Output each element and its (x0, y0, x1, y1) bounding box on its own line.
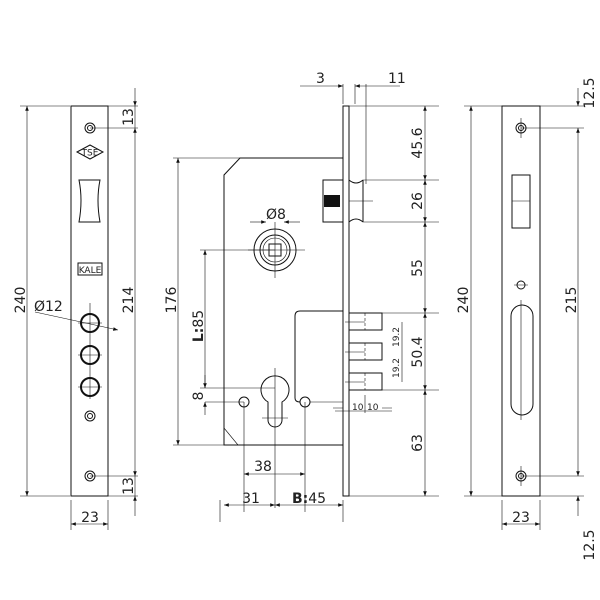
latch-bolts (345, 312, 383, 391)
backset-value: 45 (308, 491, 326, 507)
left-width-label: 23 (81, 510, 99, 526)
right-height-label: 240 (456, 287, 472, 314)
latch-depth-label: 10 (367, 403, 379, 413)
left-screw-span-label: 214 (121, 287, 137, 314)
spindle-diameter-label: Ø8 (266, 207, 286, 223)
backset-label: B:45 (292, 491, 326, 507)
left-faceplate-view: TSE KALE Ø12 240 214 13 13 23 (13, 88, 138, 530)
screw-spacing-label: 38 (254, 459, 272, 475)
distance-prefix: L: (191, 328, 207, 343)
right-top-offset-label: 12.5 (582, 77, 598, 108)
lock-body-side-view: 3 11 45.6 26 55 50.4 63 19.2 19.2 10 10 … (164, 71, 439, 522)
faceplate-thickness-label: 3 (316, 71, 325, 87)
bolt-strike-opening (511, 174, 531, 229)
right-width-label: 23 (512, 510, 530, 526)
left-height-label: 240 (13, 287, 29, 314)
case-left-label: 31 (242, 491, 260, 507)
bolt-hole-icon (78, 303, 102, 399)
strike-plate-view: 240 215 12.5 12.5 23 (456, 77, 598, 560)
latch-pitch-label: 19.2 (392, 327, 402, 347)
bolt-to-latch-label: 55 (410, 259, 426, 277)
distance-label: L:85 (191, 310, 207, 342)
kale-logo: KALE (77, 262, 103, 276)
bottom-offset-label: 63 (410, 434, 426, 452)
cylinder-keyhole-icon (260, 368, 290, 508)
hole-diameter-label: Ø12 (34, 299, 63, 315)
latch-span-label: 50.4 (410, 336, 426, 367)
right-screw-span-label: 215 (564, 287, 580, 314)
latch-pitch-label: 19.2 (392, 358, 402, 378)
distance-value: 85 (191, 310, 207, 328)
svg-text:KALE: KALE (79, 266, 102, 276)
svg-text:TSE: TSE (81, 149, 99, 159)
top-to-bolt-label: 45.6 (410, 127, 426, 158)
screw-hole-icon (84, 122, 96, 482)
latch-strike-opening (510, 304, 534, 416)
latch-depth-label: 10 (352, 403, 364, 413)
center-faceplate (342, 105, 350, 497)
backset-prefix: B: (292, 491, 308, 507)
deadbolt (322, 179, 373, 223)
bolt-projection-label: 11 (388, 71, 406, 87)
tse-logo: TSE (75, 144, 105, 160)
case-height-label: 176 (164, 287, 180, 314)
inner-latch-chamber (294, 310, 343, 403)
strike-plate (501, 105, 541, 497)
left-faceplate (70, 105, 109, 497)
right-bottom-offset-label: 12.5 (582, 529, 598, 560)
latch-opening (78, 179, 101, 223)
cylinder-screw-icon (205, 396, 343, 512)
cylinder-offset-label: 8 (191, 392, 207, 401)
left-top-offset-label: 13 (121, 108, 137, 126)
bolt-height-label: 26 (410, 192, 426, 210)
left-bottom-offset-label: 13 (121, 477, 137, 495)
